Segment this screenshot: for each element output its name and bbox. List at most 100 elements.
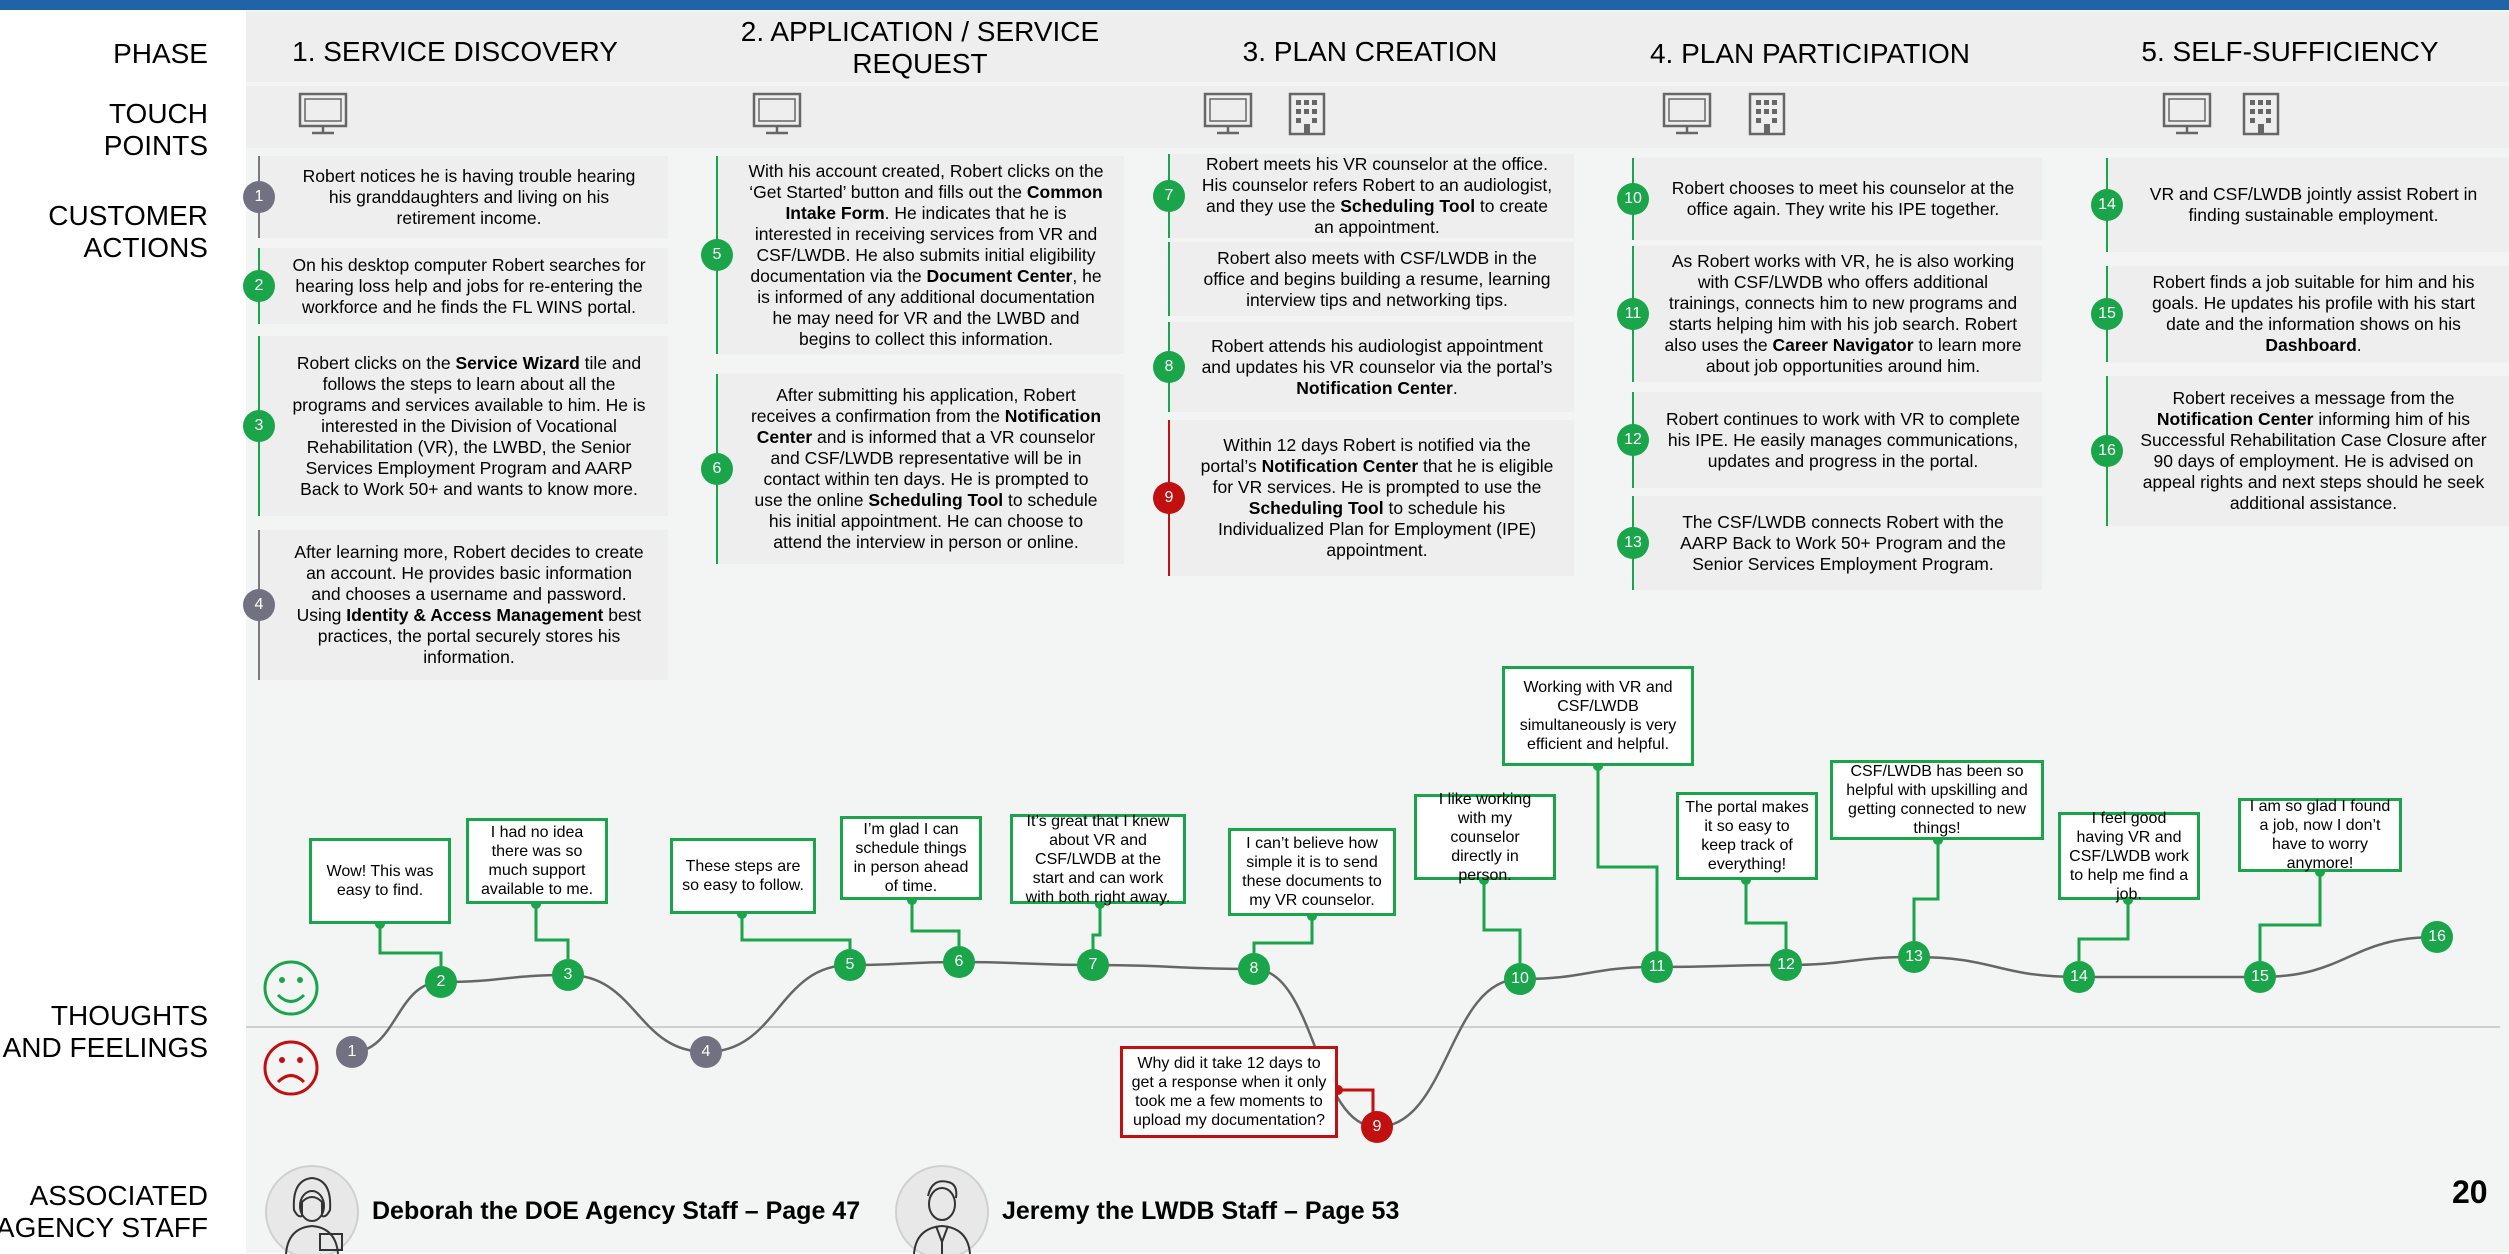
thought-text: I’m glad I can schedule things in person… [853, 821, 969, 895]
thought-connector-12 [1744, 880, 1788, 949]
step-marker-9: 9 [1153, 482, 1185, 514]
row-label-column [0, 10, 246, 1253]
journey-node-16: 16 [2421, 921, 2453, 953]
customer-action-text: Within 12 days Robert is notified via th… [1200, 435, 1554, 560]
journey-node-3: 3 [552, 959, 584, 991]
happy-face-icon [263, 960, 319, 1016]
customer-action-card-2: On his desktop computer Robert searches … [258, 248, 668, 324]
customer-action-text: After learning more, Robert decides to c… [294, 542, 644, 667]
journey-node-5: 5 [834, 949, 866, 981]
customer-action-text: Robert also meets with CSF/LWDB in the o… [1203, 247, 1551, 310]
step-marker-10: 10 [1617, 183, 1649, 215]
thought-bubble-2: Wow! This was easy to find. [309, 838, 451, 924]
journey-node-2: 2 [425, 966, 457, 998]
step-marker-8: 8 [1153, 351, 1185, 383]
phase-4-title: 4. PLAN PARTICIPATION [1649, 38, 1970, 69]
customer-action-card-8: Robert attends his audiologist appointme… [1168, 322, 1574, 412]
journey-node-9: 9 [1361, 1111, 1393, 1143]
customer-action-text: Robert notices he is having trouble hear… [302, 165, 636, 228]
customer-action-text: On his desktop computer Robert searches … [292, 254, 646, 317]
thought-connector-2 [378, 924, 443, 966]
customer-action-card-15: Robert finds a job suitable for him and … [2106, 266, 2509, 362]
phase-band [246, 12, 2509, 82]
customer-action-card-12: Robert continues to work with VR to comp… [1632, 392, 2042, 488]
customer-action-text: Robert chooses to meet his counselor at … [1671, 178, 2015, 219]
thought-bubble-9: Why did it take 12 days to get a respons… [1120, 1046, 1338, 1138]
sad-face-icon [263, 1040, 319, 1096]
office-building-icon [1744, 90, 1790, 141]
row-label-customer-actions: CUSTOMER ACTIONS [48, 200, 208, 263]
customer-action-text: Robert attends his audiologist appointme… [1201, 335, 1553, 398]
staff-avatar-deborah [265, 1165, 359, 1254]
thought-text: I had no idea there was so much support … [480, 824, 594, 898]
staff-link-jeremy[interactable]: Jeremy the LWDB Staff – Page 53 [1002, 1197, 1400, 1225]
customer-action-text: As Robert works with VR, he is also work… [1664, 251, 2022, 376]
customer-action-card-13: The CSF/LWDB connects Robert with the AA… [1632, 496, 2042, 590]
thought-bubble-14: I feel good having VR and CSF/LWDB work … [2058, 810, 2200, 903]
thought-connector-6 [910, 900, 961, 946]
step-marker-12: 12 [1617, 424, 1649, 456]
customer-action-card-5: With his account created, Robert clicks … [716, 156, 1124, 354]
thought-bubble-15: I am so glad I found a job, now I don’t … [2238, 798, 2402, 872]
thought-text: Wow! This was easy to find. [326, 863, 434, 899]
thought-text: I feel good having VR and CSF/LWDB work … [2069, 809, 2189, 903]
thought-connector-7 [1091, 904, 1102, 949]
step-marker-5: 5 [701, 239, 733, 271]
thought-connector-10 [1482, 880, 1522, 963]
step-marker-13: 13 [1617, 527, 1649, 559]
customer-action-card-7b: Robert also meets with CSF/LWDB in the o… [1168, 242, 1574, 316]
row-label-thoughts: THOUGHTS AND FEELINGS [2, 1000, 208, 1063]
step-marker-2: 2 [243, 270, 275, 302]
step-marker-1: 1 [243, 181, 275, 213]
customer-action-card-11: As Robert works with VR, he is also work… [1632, 246, 2042, 382]
thought-text: I like working with my counselor directl… [1438, 790, 1532, 884]
desktop-monitor-icon [1662, 92, 1712, 141]
office-building-icon [1284, 90, 1330, 141]
page-number: 20 [2452, 1174, 2488, 1210]
step-marker-3: 3 [243, 410, 275, 442]
desktop-monitor-icon [752, 92, 802, 141]
thought-text: CSF/LWDB has been so helpful with upskil… [1846, 763, 2028, 837]
row-label-phase: PHASE [113, 38, 208, 69]
customer-action-text: With his account created, Robert clicks … [748, 160, 1104, 349]
touch-points-band [246, 86, 2509, 148]
customer-action-text: Robert continues to work with VR to comp… [1665, 408, 2021, 471]
journey-node-6: 6 [943, 946, 975, 978]
thought-text: I am so glad I found a job, now I don’t … [2249, 798, 2391, 872]
thought-bubble-3: I had no idea there was so much support … [466, 818, 608, 904]
thought-text: It’s great that I knew about VR and CSF/… [1025, 812, 1171, 906]
staff-avatar-jeremy [895, 1165, 989, 1254]
staff-link-deborah[interactable]: Deborah the DOE Agency Staff – Page 47 [372, 1197, 861, 1225]
customer-action-text: The CSF/LWDB connects Robert with the AA… [1680, 511, 2006, 574]
customer-action-card-7: Robert meets his VR counselor at the off… [1168, 154, 1574, 238]
thought-bubble-5: These steps are so easy to follow. [670, 838, 816, 914]
journey-node-12: 12 [1770, 949, 1802, 981]
thought-connector-5 [740, 914, 852, 949]
thought-bubble-7: It’s great that I knew about VR and CSF/… [1010, 812, 1186, 906]
journey-line [351, 935, 2438, 1129]
row-label-staff: ASSOCIATED AGENCY STAFF [0, 1180, 208, 1243]
step-marker-11: 11 [1617, 298, 1649, 330]
phase-5-title: 5. SELF-SUFFICIENCY [2141, 36, 2439, 67]
thought-bubble-13: CSF/LWDB has been so helpful with upskil… [1830, 760, 2044, 840]
desktop-monitor-icon [298, 92, 348, 141]
thought-text: These steps are so easy to follow. [682, 858, 804, 894]
thought-bubble-10: I like working with my counselor directl… [1414, 791, 1556, 884]
journey-node-11: 11 [1641, 951, 1673, 983]
journey-node-14: 14 [2063, 961, 2095, 993]
customer-action-text: VR and CSF/LWDB jointly assist Robert in… [2149, 184, 2478, 225]
journey-node-8: 8 [1238, 953, 1270, 985]
phase-3-title: 3. PLAN CREATION [1242, 36, 1498, 67]
journey-node-15: 15 [2244, 961, 2276, 993]
customer-action-card-1: Robert notices he is having trouble hear… [258, 156, 668, 238]
thought-text: I can’t believe how simple it is to send… [1242, 835, 1382, 909]
phase-2-title: 2. APPLICATION / SERVICE REQUEST [740, 16, 1100, 79]
customer-action-card-9: Within 12 days Robert is notified via th… [1168, 420, 1574, 576]
thought-connector-11 [1596, 766, 1659, 951]
customer-action-text: After submitting his application, Robert… [750, 385, 1102, 552]
row-label-touch-points: TOUCH POINTS [103, 98, 208, 161]
customer-action-text: Robert finds a job suitable for him and … [2152, 272, 2475, 355]
desktop-monitor-icon [2162, 92, 2212, 141]
customer-action-card-4: After learning more, Robert decides to c… [258, 530, 668, 680]
step-marker-7: 7 [1153, 180, 1185, 212]
